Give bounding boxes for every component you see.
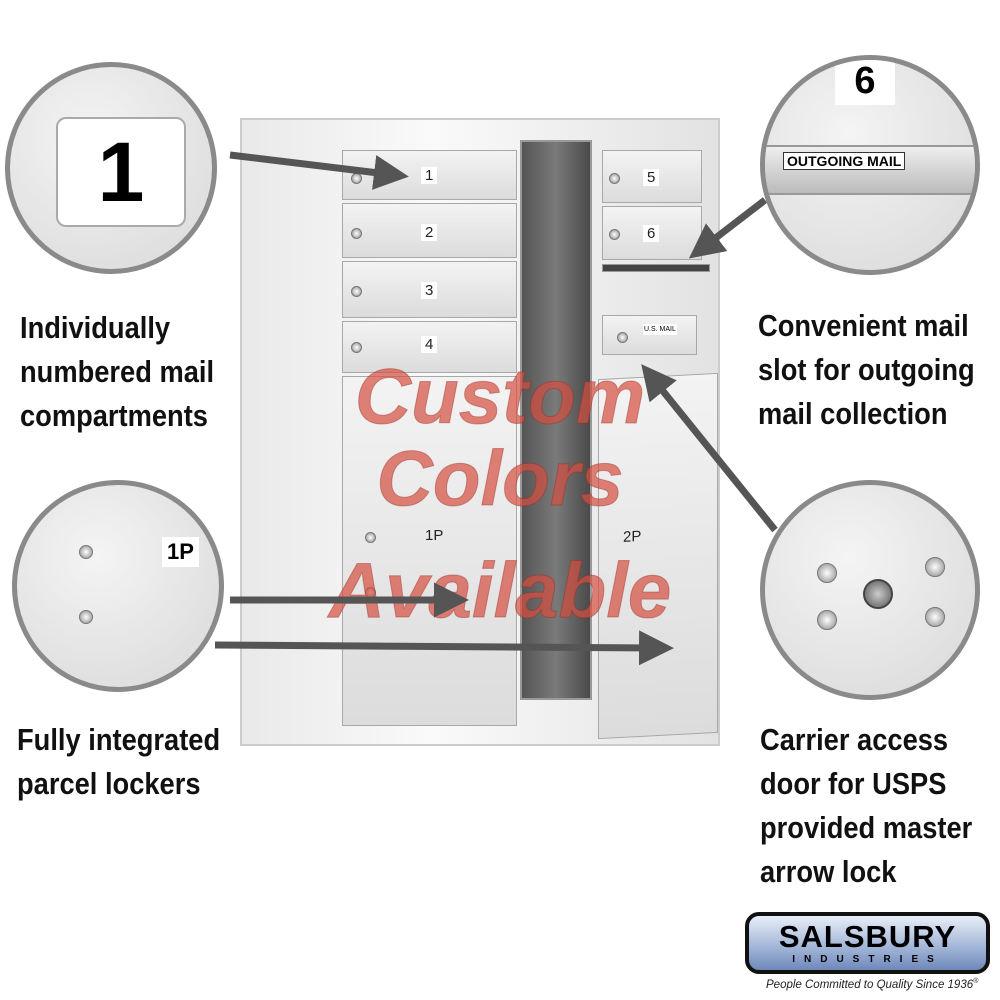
number-badge: 1 xyxy=(56,117,186,227)
door-number: 5 xyxy=(643,169,660,186)
door-6[interactable]: 6 xyxy=(602,206,702,260)
arrow-to-parcel-2p xyxy=(214,630,674,666)
callout-circle-outgoing: 6 OUTGOING MAIL xyxy=(760,55,980,275)
mailbox-cabinet: 1 2 3 4 1P 5 6 U.S. MAIL 2P xyxy=(240,118,720,746)
door-number: 1 xyxy=(421,167,438,184)
callout-circle-numbered: 1 xyxy=(5,62,217,274)
outgoing-mail-slot xyxy=(602,264,710,272)
usps-label: U.S. MAIL xyxy=(643,324,677,335)
door-number: 4 xyxy=(421,336,438,353)
outgoing-mail-label: OUTGOING MAIL xyxy=(783,152,906,170)
number-badge: 6 xyxy=(835,60,895,105)
watermark-line: Available xyxy=(328,546,672,634)
locker-number: 1P xyxy=(425,527,444,544)
carrier-access-door[interactable]: U.S. MAIL xyxy=(602,315,697,355)
parcel-badge: 1P xyxy=(162,537,199,567)
open-compartment xyxy=(520,140,592,700)
door-number: 3 xyxy=(421,282,438,299)
callout-circle-parcel: 1P xyxy=(12,480,224,692)
arrow-to-door-1 xyxy=(229,151,409,190)
arrow-to-slot xyxy=(688,197,768,259)
arrow-lock-icon xyxy=(863,579,893,609)
door-number: 2 xyxy=(421,224,438,241)
parcel-locker-1p[interactable]: 1P xyxy=(342,376,517,726)
watermark-line: Custom xyxy=(354,352,646,440)
door-4[interactable]: 4 xyxy=(342,321,517,373)
callout-circle-carrier-lock xyxy=(760,480,980,700)
door-5[interactable]: 5 xyxy=(602,150,702,203)
logo-tagline: People Committed to Quality Since 1936® xyxy=(766,978,979,991)
salsbury-logo: SALSBURY INDUSTRIES xyxy=(745,912,990,974)
door-3[interactable]: 3 xyxy=(342,261,517,318)
door-2[interactable]: 2 xyxy=(342,203,517,258)
arrow-to-carrier-door xyxy=(641,364,778,533)
door-number: 6 xyxy=(643,225,660,242)
watermark-line: Colors xyxy=(376,434,624,522)
